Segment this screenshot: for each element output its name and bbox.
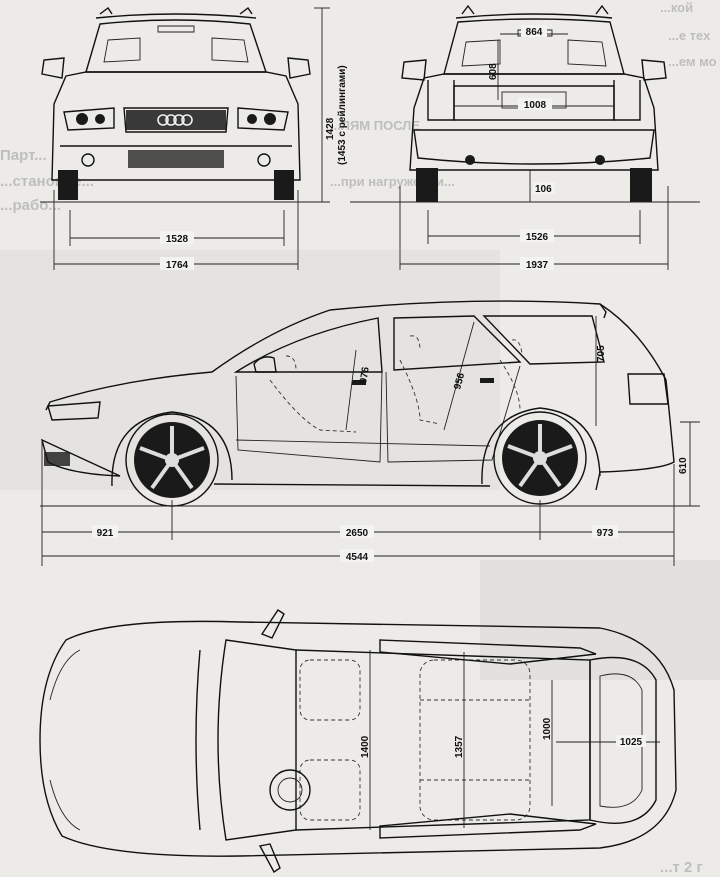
bg-text-2: ...е тех: [668, 28, 711, 43]
cargo-length-label: 1025: [620, 737, 643, 748]
rear-track-label: 1526: [526, 232, 549, 243]
bg-text-3: ...ем мо: [668, 54, 717, 69]
cargo-width-label: 1000: [542, 717, 553, 740]
loading-height-label: 610: [678, 457, 689, 474]
bg-text-6: ...рабо...: [0, 197, 61, 214]
rear-shoulder-label: 1357: [454, 735, 465, 758]
rear-view-dimensions: 864 608 1008 106 1526 1937: [350, 25, 700, 271]
rear-headroom-label: 956: [452, 371, 467, 390]
front-headroom-label: 976: [358, 366, 372, 385]
bg-text-9: ...т 2 г: [660, 859, 703, 876]
side-front-wheel: [111, 411, 233, 507]
rear-clearance-label: 106: [535, 184, 552, 195]
bg-text-1: ...кой: [660, 0, 693, 15]
front-shoulder-label: 1400: [360, 735, 371, 758]
rear-bumper-width-label: 1008: [524, 100, 547, 111]
side-view-car: [40, 300, 675, 507]
cargo-height-label: 705: [596, 345, 607, 362]
front-track-label: 1528: [166, 234, 189, 245]
side-view-dimensions: 976 956 705 610 921 2650 973 4544: [40, 316, 700, 566]
top-view-dimensions: 1400 1357 1000 1025: [360, 650, 660, 830]
side-rear-wheel: [481, 407, 601, 505]
front-view-car: [41, 6, 311, 200]
front-height-note: (1453 с рейлингами): [337, 65, 348, 165]
rear-window-height-label: 608: [488, 63, 499, 80]
rear-overhang-label: 973: [597, 528, 614, 539]
front-height-label: 1428: [325, 117, 336, 140]
rear-top-width-label: 864: [526, 27, 543, 38]
wheelbase-label: 2650: [346, 528, 369, 539]
front-view-dimensions: 1528 1764 1428 (1453 с рейлингами): [40, 7, 348, 271]
front-width-label: 1764: [166, 260, 189, 271]
rear-view-car: [401, 4, 667, 202]
top-view-car: [39, 609, 677, 874]
bg-text-4: Парт...: [0, 147, 47, 164]
rear-width-label: 1937: [526, 260, 549, 271]
overall-length-label: 4544: [346, 552, 369, 563]
front-overhang-label: 921: [97, 528, 114, 539]
bg-text-7: ...ЛЯМ ПОСЛЕ: [330, 118, 420, 133]
